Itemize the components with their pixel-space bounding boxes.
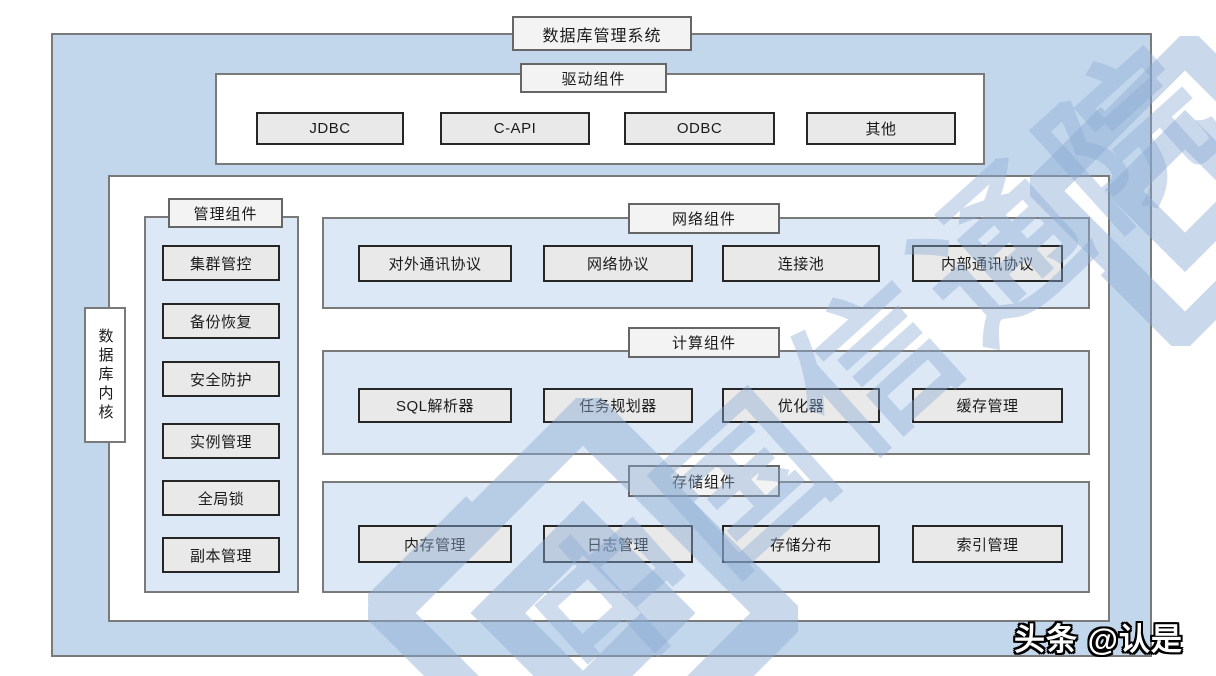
management-item-security: 安全防护 (162, 361, 280, 397)
storage-item-memory-management: 内存管理 (358, 525, 512, 563)
compute-item-cache-management: 缓存管理 (912, 388, 1063, 423)
network-item-internal-protocol: 内部通讯协议 (912, 245, 1063, 282)
management-item-backup-recovery: 备份恢复 (162, 303, 280, 339)
network-item-external-protocol: 对外通讯协议 (358, 245, 512, 282)
compute-item-sql-parser: SQL解析器 (358, 388, 512, 423)
network-item-network-protocol: 网络协议 (543, 245, 693, 282)
kernel-label-text: 数据库内核 (96, 327, 114, 423)
attribution-watermark: 头条 @认是 (1014, 622, 1183, 657)
storage-item-log-management: 日志管理 (543, 525, 693, 563)
management-item-cluster-control: 集群管控 (162, 245, 280, 281)
network-section-title: 网络组件 (628, 203, 780, 234)
driver-item-jdbc: JDBC (256, 112, 404, 145)
driver-item-other: 其他 (806, 112, 956, 145)
management-item-global-lock: 全局锁 (162, 480, 280, 516)
compute-item-task-planner: 任务规划器 (543, 388, 693, 423)
storage-item-index-management: 索引管理 (912, 525, 1063, 563)
management-item-instance: 实例管理 (162, 423, 280, 459)
network-item-connection-pool: 连接池 (722, 245, 880, 282)
management-item-replica: 副本管理 (162, 537, 280, 573)
kernel-vertical-label: 数据库内核 (84, 307, 126, 443)
driver-item-c-api: C-API (440, 112, 590, 145)
diagram-title: 数据库管理系统 (512, 16, 692, 51)
storage-item-storage-distribution: 存储分布 (722, 525, 880, 563)
storage-section-title: 存储组件 (628, 465, 780, 497)
driver-section-title: 驱动组件 (520, 63, 667, 93)
compute-section-title: 计算组件 (628, 327, 780, 358)
management-section-title: 管理组件 (168, 198, 283, 228)
compute-item-optimizer: 优化器 (722, 388, 880, 423)
driver-item-odbc: ODBC (624, 112, 775, 145)
